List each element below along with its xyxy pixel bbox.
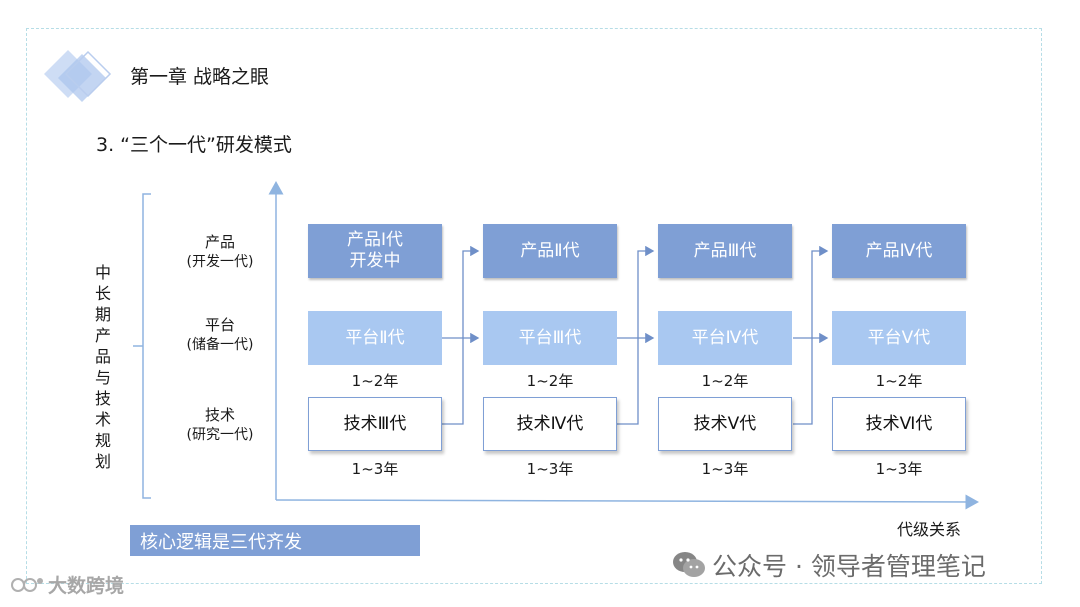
platform-box: 平台Ⅲ代 xyxy=(483,311,617,365)
wechat-watermark: 公众号 · 领导者管理笔记 xyxy=(672,547,986,583)
row-label-tech: 技术 (研究一代) xyxy=(168,405,272,445)
platform-box: 平台Ⅳ代 xyxy=(658,311,792,365)
platform-duration: 1~2年 xyxy=(351,372,399,390)
row-label-platform: 平台 (储备一代) xyxy=(168,315,272,355)
product-box: 产品Ⅰ代 开发中 xyxy=(308,224,442,278)
platform-box: 平台Ⅱ代 xyxy=(308,311,442,365)
slide-frame xyxy=(26,28,1042,584)
section-title: 3. “三个一代”研发模式 xyxy=(96,134,292,156)
chapter-title: 第一章 战略之眼 xyxy=(130,66,270,88)
watermark-text: 大数跨境 xyxy=(48,575,125,597)
tech-box: 技术Ⅵ代 xyxy=(832,397,966,451)
row-label-title: 产品 xyxy=(204,233,235,251)
platform-duration: 1~2年 xyxy=(701,372,749,390)
product-box: 产品Ⅳ代 xyxy=(832,224,966,278)
tech-duration: 1~3年 xyxy=(701,460,749,478)
row-label-sub: (储备一代) xyxy=(186,337,254,353)
source-watermark: 大数跨境 xyxy=(10,571,124,598)
product-box: 产品Ⅱ代 xyxy=(483,224,617,278)
row-label-sub: (开发一代) xyxy=(186,254,254,270)
product-box: 产品Ⅲ代 xyxy=(658,224,792,278)
vertical-axis-label: 中长期产品与技术规划 xyxy=(94,263,111,471)
diamond-logo-icon xyxy=(44,50,112,102)
watermark-text: 公众号 · 领导者管理笔记 xyxy=(712,552,986,581)
brand-logo-icon xyxy=(11,577,43,592)
tech-duration: 1~3年 xyxy=(351,460,399,478)
platform-box: 平台Ⅴ代 xyxy=(832,311,966,365)
wechat-icon xyxy=(673,552,705,577)
platform-duration: 1~2年 xyxy=(526,372,574,390)
row-label-sub: (研究一代) xyxy=(186,427,254,443)
tech-box: 技术Ⅴ代 xyxy=(658,397,792,451)
tech-box: 技术Ⅳ代 xyxy=(483,397,617,451)
x-axis-label: 代级关系 xyxy=(897,520,962,539)
row-label-product: 产品 (开发一代) xyxy=(168,232,272,272)
tech-duration: 1~3年 xyxy=(526,460,574,478)
row-label-title: 技术 xyxy=(204,406,235,424)
tech-box: 技术Ⅲ代 xyxy=(308,397,442,451)
platform-duration: 1~2年 xyxy=(875,372,923,390)
tech-duration: 1~3年 xyxy=(875,460,923,478)
core-logic-banner: 核心逻辑是三代齐发 xyxy=(130,525,420,556)
row-label-title: 平台 xyxy=(204,316,235,334)
